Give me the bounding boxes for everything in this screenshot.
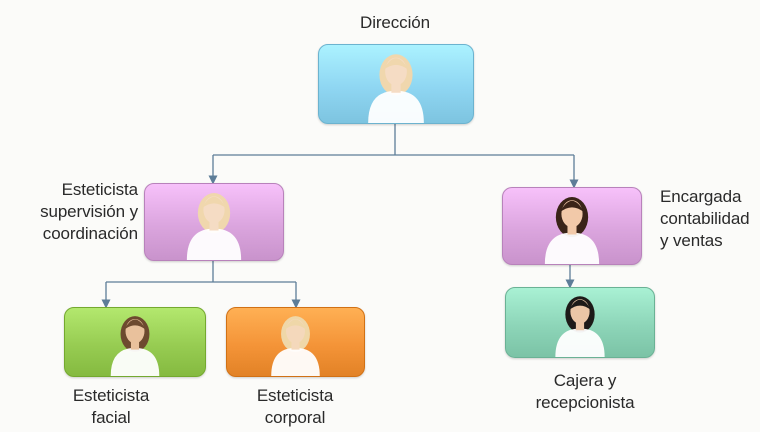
label-supervision: Esteticista supervisión y coordinación xyxy=(4,179,138,245)
label-facial: Esteticista facial xyxy=(56,385,166,429)
connector-supervision xyxy=(106,258,296,283)
person-icon xyxy=(544,197,600,264)
label-direccion: Dirección xyxy=(340,12,450,34)
label-recepcion: Cajera y recepcionista xyxy=(518,370,652,414)
label-line: Esteticista xyxy=(61,180,138,199)
label-line: Esteticista xyxy=(256,386,334,405)
person-icon xyxy=(110,316,160,376)
node-corporal xyxy=(226,307,365,377)
label-contabilidad: Encargada contabilidad y ventas xyxy=(660,186,758,252)
label-line: corporal xyxy=(264,408,326,427)
label-line: supervisión y xyxy=(40,202,138,221)
label-line: facial xyxy=(91,408,131,427)
label-line: y ventas xyxy=(660,231,723,250)
person-icon xyxy=(555,296,605,357)
person-icon xyxy=(271,316,320,376)
label-line: contabilidad xyxy=(660,209,750,228)
label-line: Dirección xyxy=(360,13,430,32)
node-facial xyxy=(64,307,206,377)
node-recepcion xyxy=(505,287,655,358)
label-line: recepcionista xyxy=(535,393,635,412)
connector-direccion xyxy=(213,122,574,156)
node-supervision xyxy=(144,183,284,261)
node-direccion xyxy=(318,44,474,124)
label-line: Esteticista xyxy=(72,386,150,405)
label-corporal: Esteticista corporal xyxy=(240,385,350,429)
node-contabilidad xyxy=(502,187,642,265)
label-line: Cajera y xyxy=(553,371,617,390)
label-line: coordinación xyxy=(42,224,138,243)
person-icon xyxy=(186,193,242,260)
label-line: Encargada xyxy=(660,187,742,206)
person-icon xyxy=(368,54,424,123)
